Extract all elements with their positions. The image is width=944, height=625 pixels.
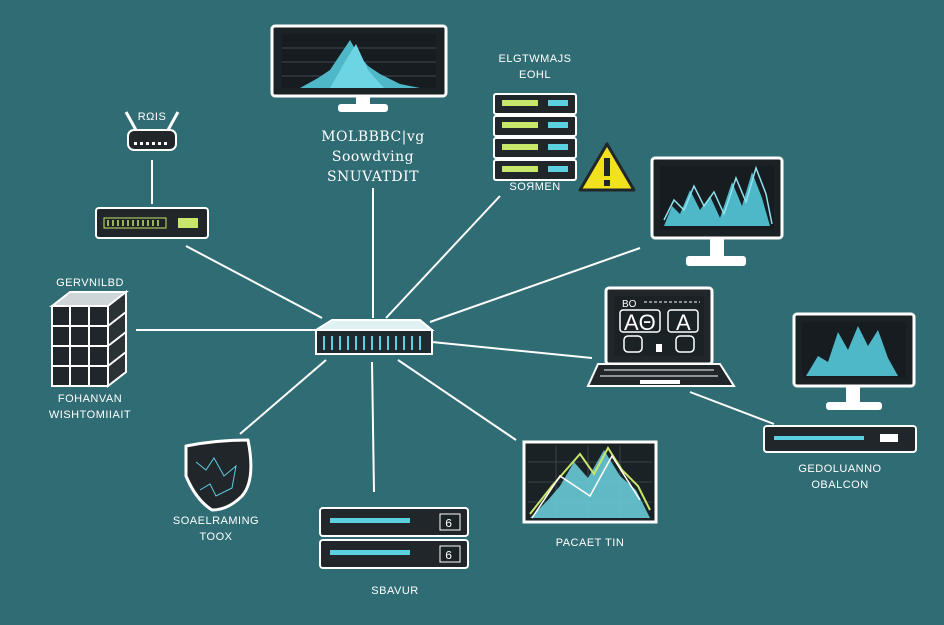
analysis-line: [689, 391, 775, 425]
laptop-header-text: BO: [622, 299, 637, 310]
network-switch-icon: [95, 207, 209, 239]
router-icon: [124, 111, 180, 151]
shield-icon: [184, 438, 253, 512]
cube-icon: [49, 289, 129, 389]
analysis-label-line-1: GEDOLUANNO: [798, 463, 882, 475]
monitoring-label-line-3: SNUVATDIT: [326, 169, 420, 185]
server-rack-icon: [493, 93, 577, 181]
laptop-line: [431, 341, 593, 359]
drive-digit-1: 6: [445, 517, 452, 531]
drive-digit-2: 6: [445, 549, 452, 563]
shield-line: [239, 359, 327, 435]
server-stack-line: [385, 195, 501, 319]
connectors: [136, 160, 775, 493]
firewall-label-line-2: WISHTOMIIAIT: [48, 409, 132, 421]
monitor-right-line: [429, 247, 641, 323]
analysis-device-icon: [763, 425, 917, 453]
monitoring-label-line-1: MOLBBBC|vg: [321, 129, 425, 145]
electrical-label-line-2: EOHL: [519, 69, 551, 81]
laptop-icon: BO AΘ A: [586, 286, 736, 387]
laptop-cell-2: A: [676, 310, 691, 335]
toolkit-label-line-2: TOOX: [199, 531, 233, 543]
analysis-label-line-2: OBALCON: [811, 479, 869, 491]
firewall-label-line-1: FOHANVAN: [57, 393, 123, 405]
hub-switch-icon: [312, 319, 435, 355]
packet-line: [397, 359, 517, 441]
server-label: SBAVUR: [371, 585, 419, 597]
router-label: RΩIS: [137, 111, 167, 123]
laptop-cell-1: AΘ: [624, 310, 656, 335]
monitor-icon: [650, 156, 784, 266]
packet-label: PACAET TIN: [555, 537, 625, 549]
server-stack-label: SOЯMEN: [509, 181, 561, 193]
monitor-icon: [792, 312, 916, 410]
switch-line: [185, 245, 323, 319]
server-rack-icon: 6 6: [319, 507, 469, 569]
monitor-icon: [270, 24, 448, 112]
warning-icon: [578, 142, 636, 192]
electrical-label-line-1: ELGTWMAJS: [498, 53, 572, 65]
monitoring-label-line-2: Soowdving: [331, 149, 415, 165]
packet-screen-icon: [522, 440, 658, 524]
server-line: [371, 361, 375, 493]
firewall-label-top: GERVNILBD: [56, 277, 124, 289]
toolkit-label-line-1: SOAELRAMING: [172, 515, 260, 527]
